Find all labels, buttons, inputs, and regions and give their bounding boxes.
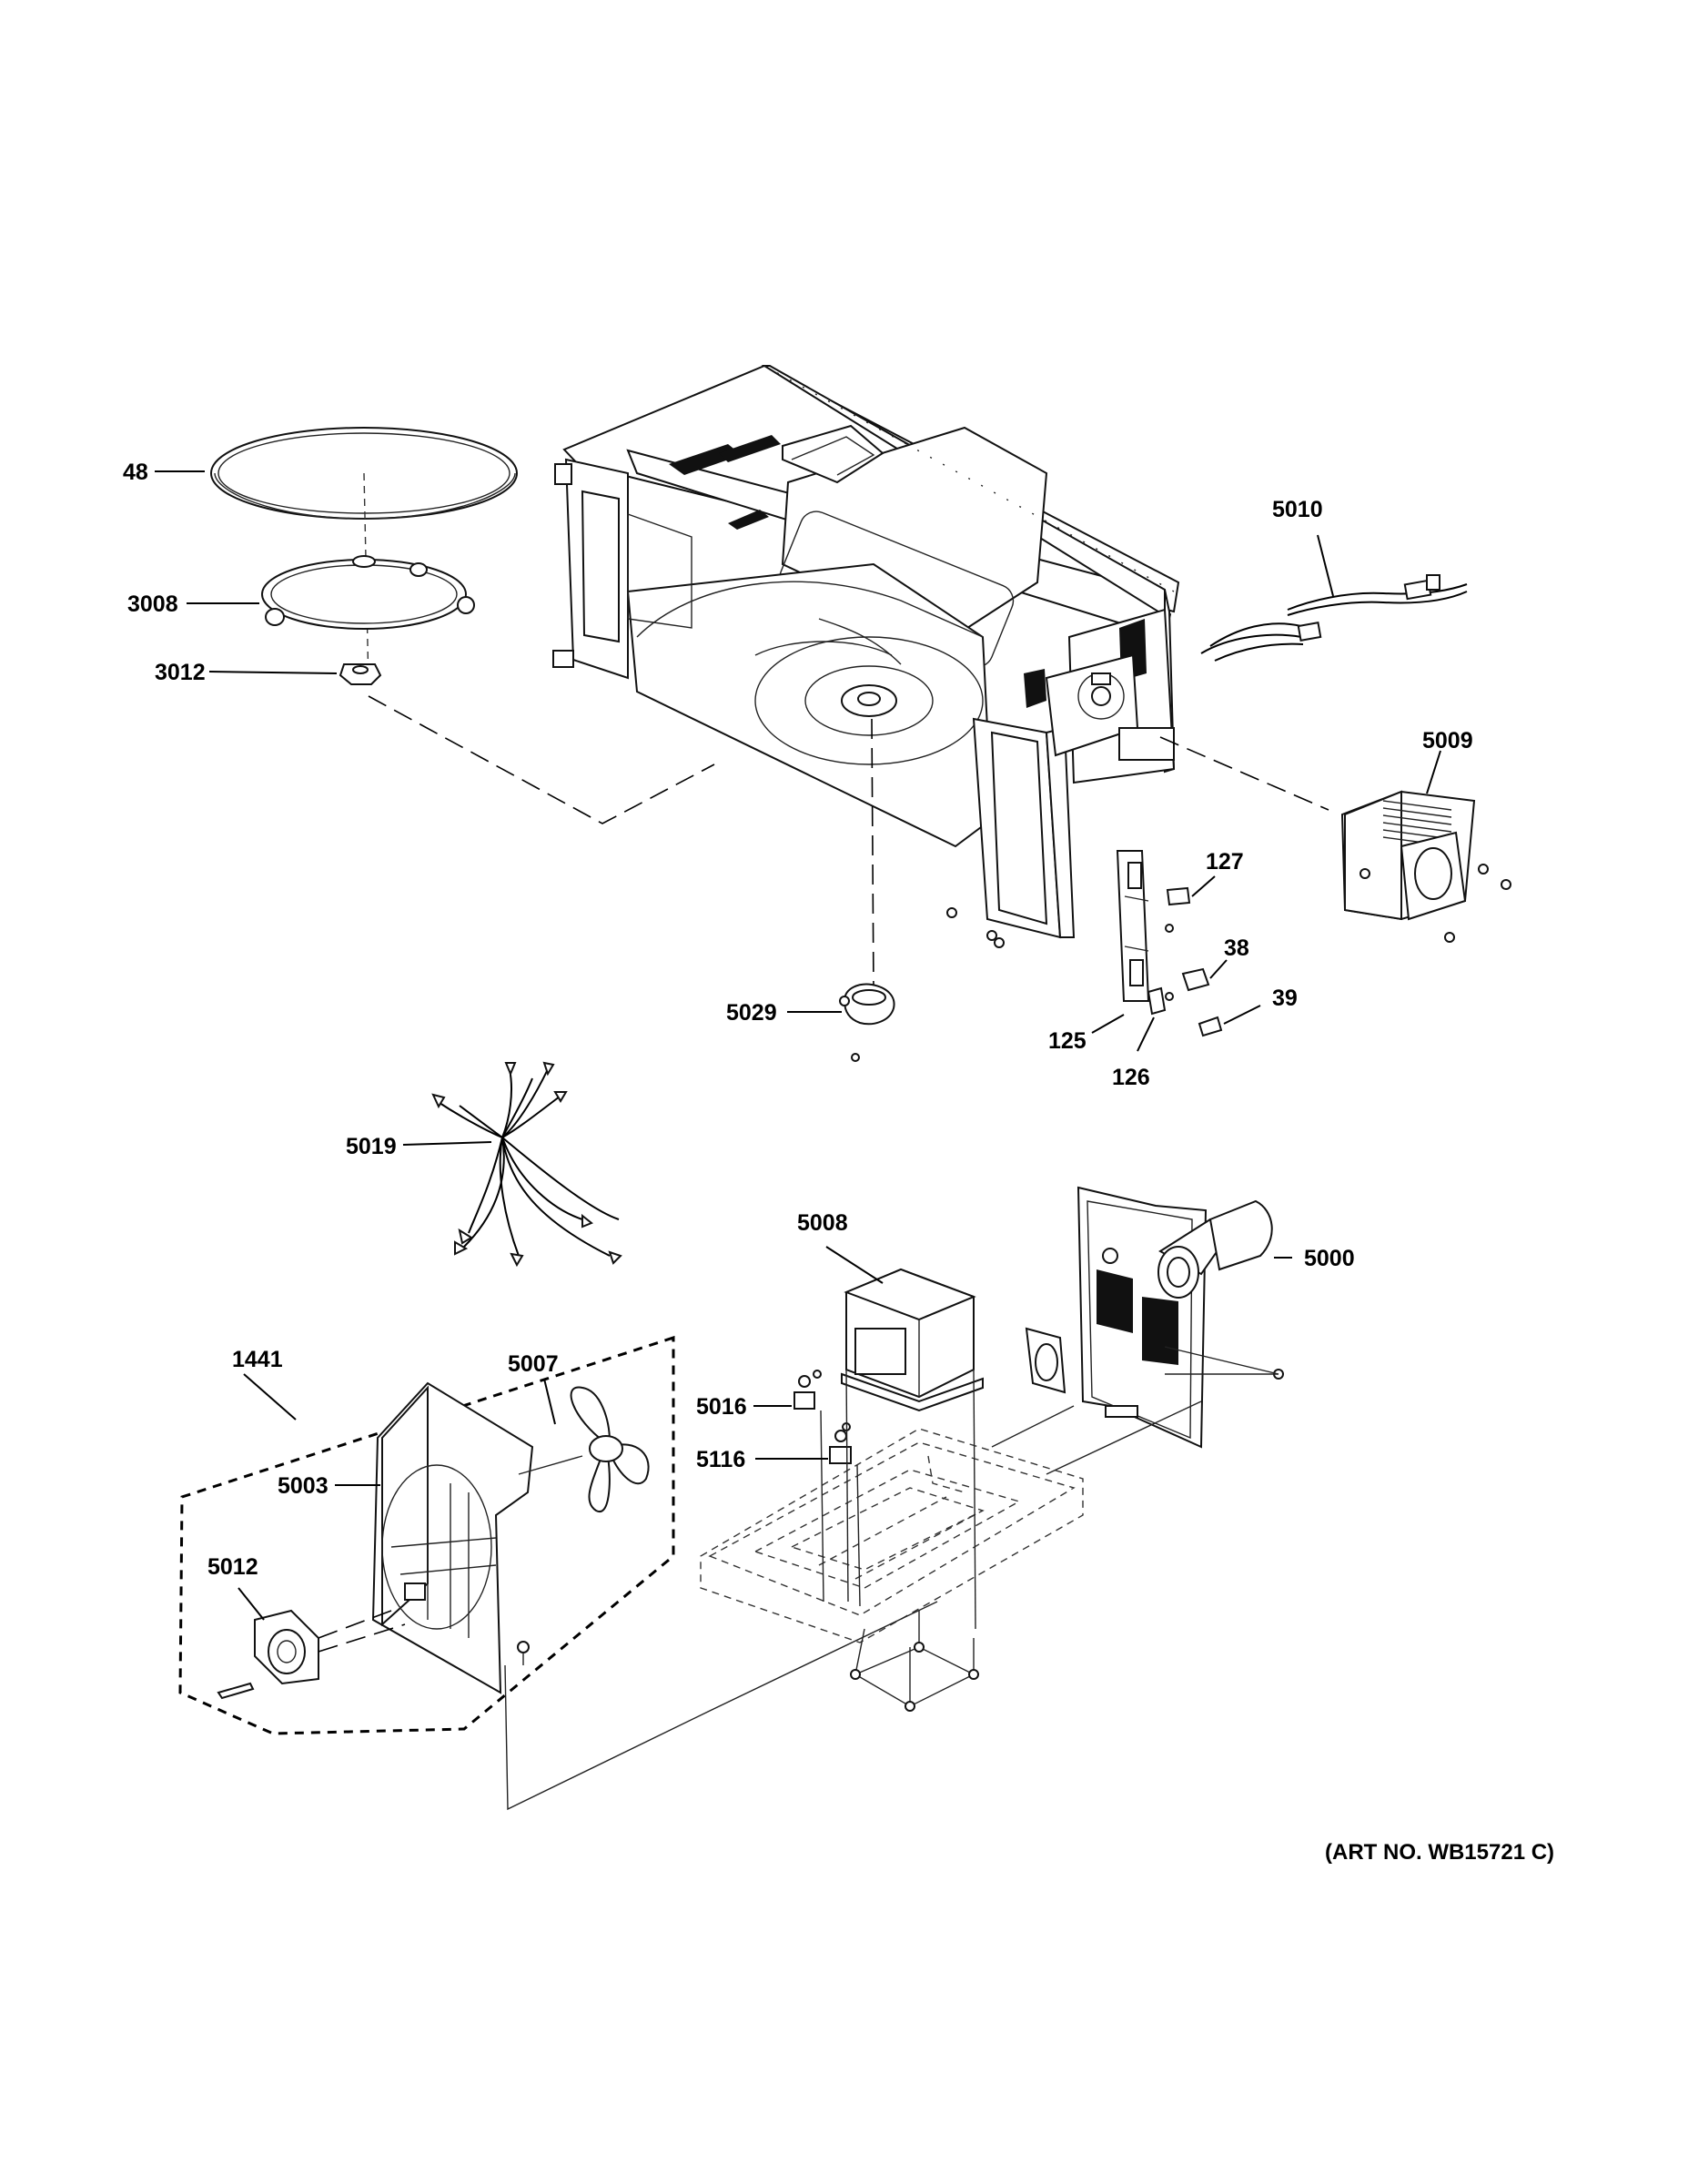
turntable-coupler [339,663,382,685]
assembly-line-motor [871,718,874,993]
callout-38: 38 [1224,935,1249,961]
switch-38 [1181,967,1210,992]
callout-39: 39 [1272,986,1298,1011]
transformer [841,1268,984,1412]
waveguide-gasket [1025,1327,1066,1394]
callout-5012: 5012 [207,1554,258,1580]
thermostat-5116 [829,1422,852,1464]
callout-5029: 5029 [726,1000,777,1026]
callout-5016: 5016 [696,1394,747,1420]
roller-ring [261,555,475,630]
fan-motor [217,1609,319,1700]
callout-126: 126 [1112,1065,1150,1090]
assembly-line-fan [504,1601,938,1811]
callout-5007: 5007 [508,1351,559,1377]
wire-harness [431,1061,622,1268]
callout-5003: 5003 [278,1473,329,1499]
fuse-39 [1198,1016,1223,1037]
callout-5019: 5019 [346,1134,397,1159]
assembly-line-transformer [973,1369,976,1630]
thermostat-5016 [793,1370,822,1410]
interlock-bracket [1116,850,1150,1002]
fan-assembly-boundary [178,1335,675,1735]
microwave-cavity [552,364,1180,948]
art-number: (ART NO. WB15721 C) [1325,1840,1555,1865]
magnetron [1340,790,1511,943]
callout-3008: 3008 [127,592,178,617]
callout-1441: 1441 [232,1347,283,1372]
callout-127: 127 [1206,849,1244,875]
assembly-line-magnetron [1159,736,1329,811]
callout-125: 125 [1048,1028,1087,1054]
callout-5010: 5010 [1272,497,1323,522]
callout-5009: 5009 [1422,728,1473,753]
callout-48: 48 [123,460,148,485]
turntable-motor [839,983,895,1062]
switch-127 [1166,886,1191,906]
back-panel [1076,1186,1284,1449]
assembly-line-turntable [368,695,715,824]
callout-3012: 3012 [155,660,206,685]
fan-blade [570,1386,650,1513]
switch-126 [1147,986,1174,1016]
callout-5008: 5008 [797,1210,848,1236]
callout-5116: 5116 [696,1447,745,1472]
fan-shroud [371,1381,534,1694]
base-plate [700,1428,1084,1712]
callout-5000: 5000 [1304,1246,1355,1271]
power-cord [1200,574,1468,662]
